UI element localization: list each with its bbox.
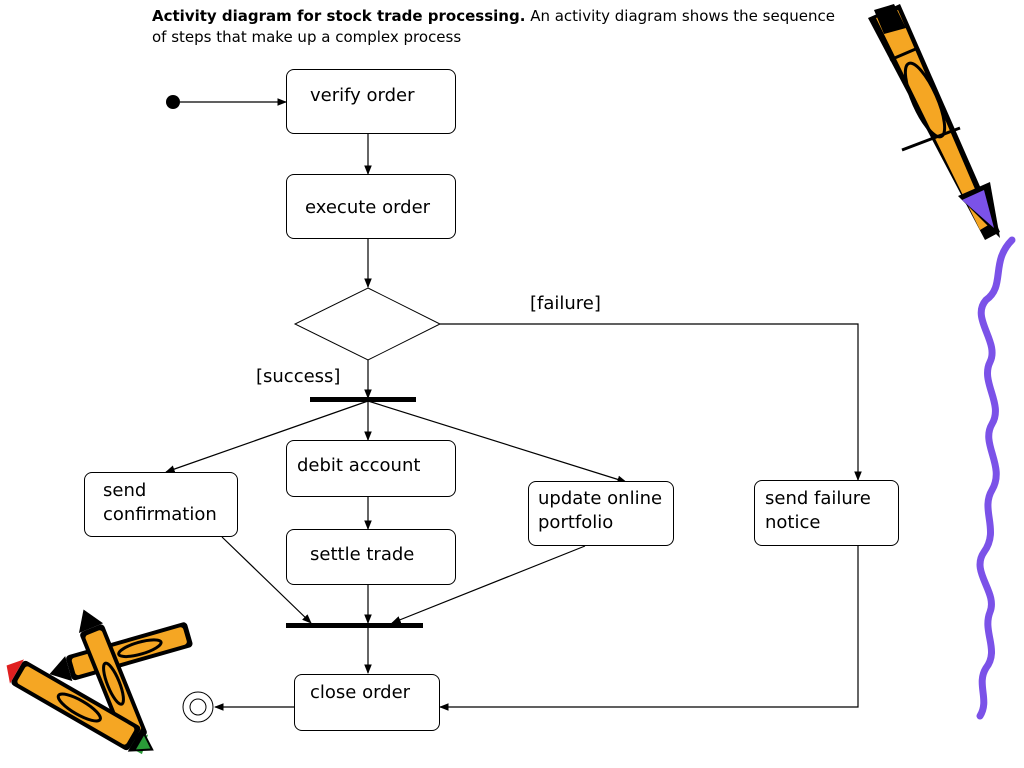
activity-verify-order: verify order — [286, 69, 456, 134]
join-bar — [286, 623, 423, 628]
activity-send-confirmation: send confirmation — [84, 472, 238, 537]
guard-success-label: [success] — [256, 366, 341, 387]
pencil-clipart-bottom-left — [6, 609, 193, 755]
activity-label: send failure notice — [765, 488, 871, 533]
flow-failure-branch — [440, 323, 862, 481]
decision-node — [293, 287, 442, 361]
caption-title: Activity diagram for stock trade process… — [152, 7, 526, 25]
fork-bar — [310, 397, 416, 402]
activity-label: send confirmation — [103, 480, 217, 525]
activity-debit-account: debit account — [286, 440, 456, 497]
activity-label: close order — [310, 682, 411, 703]
guard-failure-label: [failure] — [530, 293, 601, 314]
initial-node — [166, 95, 180, 109]
flow-fork-to-confirmation — [165, 400, 369, 473]
activity-label: verify order — [310, 85, 415, 106]
caption-text: An activity diagram shows the sequence o… — [152, 7, 835, 46]
activity-label: settle trade — [310, 544, 415, 565]
final-node — [182, 691, 214, 723]
diagram-caption: Activity diagram for stock trade process… — [152, 6, 852, 48]
pencil-clipart-top-right — [868, 4, 1000, 240]
activity-update-online-portfolio: update online portfolio — [528, 481, 674, 546]
squiggle-decoration — [976, 236, 1016, 720]
activity-label: debit account — [297, 455, 421, 476]
flow-fork-to-portfolio — [367, 400, 627, 484]
flow-failure-to-close — [439, 546, 859, 711]
flow-confirmation-to-join — [221, 536, 312, 624]
activity-execute-order: execute order — [286, 174, 456, 239]
flow-portfolio-to-join — [391, 545, 586, 624]
activity-settle-trade: settle trade — [286, 529, 456, 585]
activity-close-order: close order — [294, 674, 440, 731]
activity-label: execute order — [305, 197, 431, 218]
activity-label: update online portfolio — [538, 488, 663, 533]
activity-send-failure-notice: send failure notice — [754, 480, 899, 546]
